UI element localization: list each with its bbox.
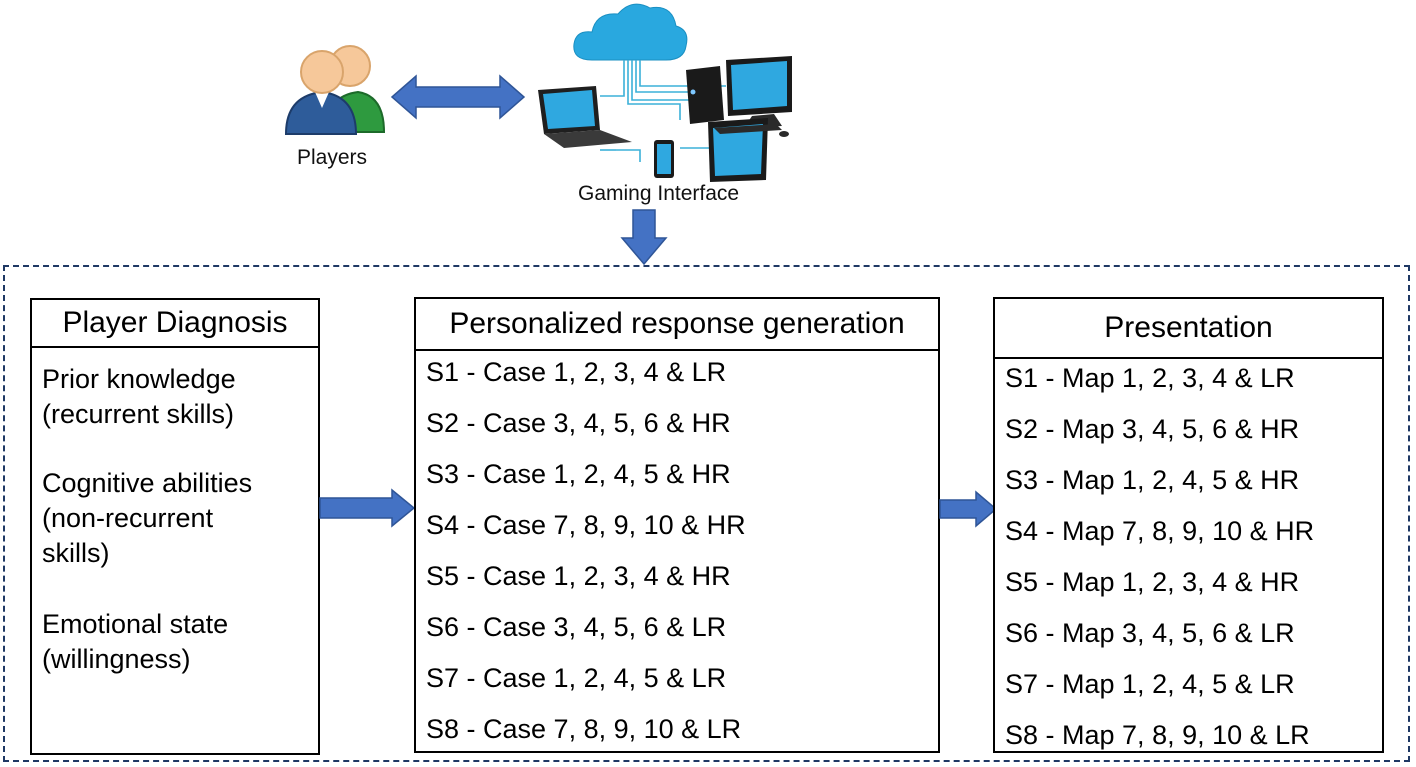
cloud-icon [573,3,688,61]
generation-row: S5 - Case 1, 2, 3, 4 & HR [426,561,731,591]
presentation-row: S7 - Map 1, 2, 4, 5 & LR [1005,669,1295,699]
player-diagnosis-title: Player Diagnosis [32,300,318,348]
devices-network-icon [538,3,792,182]
generation-row: S4 - Case 7, 8, 9, 10 & HR [426,510,746,540]
right-arrow-icon [939,490,998,528]
double-arrow-icon [390,74,526,120]
down-arrow-icon [620,209,668,266]
presentation-row: S5 - Map 1, 2, 3, 4 & HR [1005,567,1300,597]
diagnosis-item-emotional-state: Emotional state (willingness) [42,609,229,674]
response-generation-title: Personalized response generation [416,299,938,351]
presentation-row: S4 - Map 7, 8, 9, 10 & HR [1005,516,1315,546]
presentation-row: S8 - Map 7, 8, 9, 10 & LR [1005,720,1310,750]
generation-row: S6 - Case 3, 4, 5, 6 & LR [426,612,727,642]
generation-row: S7 - Case 1, 2, 4, 5 & LR [426,663,727,693]
presentation-row: S2 - Map 3, 4, 5, 6 & HR [1005,414,1300,444]
monitor-icon [726,56,792,128]
diagnosis-item-prior-knowledge: Prior knowledge (recurrent skills) [42,364,236,429]
player-diagnosis-box: Player Diagnosis Prior knowledge (recurr… [30,298,320,755]
presentation-box: Presentation S1 - Map 1, 2, 3, 4 & LR S2… [993,297,1384,753]
process-region [3,265,1410,762]
presentation-row: S6 - Map 3, 4, 5, 6 & LR [1005,618,1295,648]
gaming-interface-label: Gaming Interface [578,182,740,205]
response-generation-box: Personalized response generation S1 - Ca… [414,297,940,753]
generation-row: S1 - Case 1, 2, 3, 4 & LR [426,357,727,387]
presentation-row: S3 - Map 1, 2, 4, 5 & HR [1005,465,1300,495]
tablet-icon [708,118,768,182]
players-label: Players [297,146,368,169]
generation-row: S8 - Case 7, 8, 9, 10 & LR [426,714,742,744]
phone-icon [654,140,674,178]
diagnosis-item-cognitive-abilities: Cognitive abilities (non-recurrent skill… [42,468,253,568]
presentation-row: S1 - Map 1, 2, 3, 4 & LR [1005,363,1295,393]
laptop-icon [538,86,632,148]
players-icon [284,45,386,135]
desktop-tower-icon [686,66,724,124]
generation-row: S3 - Case 1, 2, 4, 5 & HR [426,459,731,489]
generation-row: S2 - Case 3, 4, 5, 6 & HR [426,408,731,438]
right-arrow-icon [319,488,416,528]
presentation-title: Presentation [995,299,1382,359]
